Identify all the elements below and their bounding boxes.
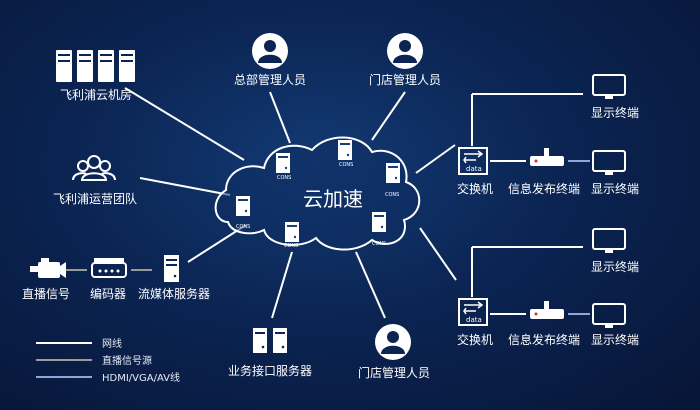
team-icon [72,155,116,181]
legend: 网线 直播信号源 HDMI/VGA/AV线 [36,334,180,385]
legend-swatch [36,375,92,378]
api-server-label: 业务接口服务器 [227,364,313,378]
user-avatar-icon [387,33,423,69]
server-rack-icon [56,50,135,82]
encoder-label: 编码器 [89,287,127,301]
monitor-icon [592,150,626,175]
cons-server-4: CONS [236,196,250,230]
monitor-icon [592,74,626,99]
display-terminal-label-4: 显示终端 [590,333,640,347]
cons-label: CONS [339,162,353,168]
legend-item-signal: 直播信号源 [36,351,180,368]
camera-icon [30,258,66,278]
cloud-shape [214,136,421,251]
switch-top-label: 交换机 [456,182,494,196]
cons-server-2: CONS [338,140,353,168]
user-avatar-icon [252,33,288,69]
info-terminal-bottom-label: 信息发布终端 [507,333,581,347]
legend-label: 网线 [102,339,122,350]
cons-server-6: CONS [372,212,386,247]
store-staff-bottom-label: 门店管理人员 [357,366,431,380]
display-terminal-label-3: 显示终端 [590,260,640,274]
api-server-icon [253,328,287,353]
user-avatar-icon [375,324,411,360]
cloud-room-label: 飞利浦云机房 [59,88,133,102]
encoder-icon [91,258,127,278]
stream-server-label: 流媒体服务器 [137,287,211,301]
cons-label: CONS [277,175,291,181]
hdmi-lines [568,160,590,315]
store-staff-top-label: 门店管理人员 [368,73,442,87]
live-signal-label: 直播信号 [21,287,71,301]
stream-server-icon [164,255,179,282]
display-terminal-label-2: 显示终端 [590,182,640,196]
ops-team-label: 飞利浦运营团队 [52,192,138,206]
switch-icon: data [458,298,488,326]
legend-swatch [36,341,92,344]
cons-label: CONS [284,243,298,249]
hq-staff-label: 总部管理人员 [233,73,307,87]
legend-label: HDMI/VGA/AV线 [102,373,181,384]
monitor-icon [592,228,626,253]
legend-item-hdmi: HDMI/VGA/AV线 [36,368,180,385]
legend-swatch [36,358,92,361]
svg-text:data: data [466,316,482,324]
monitor-icon [592,303,626,328]
network-cable-lines [124,87,583,319]
cons-server-3: CONS [385,163,400,198]
router-icon [530,148,564,166]
cons-label: CONS [385,192,399,198]
info-terminal-top-label: 信息发布终端 [507,182,581,196]
legend-item-network: 网线 [36,334,180,351]
legend-label: 直播信号源 [102,356,152,367]
switch-bottom-label: 交换机 [456,333,494,347]
cloud-title: 云加速 [303,187,363,211]
cons-label: CONS [236,224,250,230]
cons-label: CONS [372,241,386,247]
cons-server-1: CONS [276,153,291,181]
svg-text:data: data [466,165,482,173]
cons-server-5: CONS [284,222,299,249]
display-terminal-label-1: 显示终端 [590,106,640,120]
router-icon [530,301,564,319]
switch-icon: data [458,147,488,175]
